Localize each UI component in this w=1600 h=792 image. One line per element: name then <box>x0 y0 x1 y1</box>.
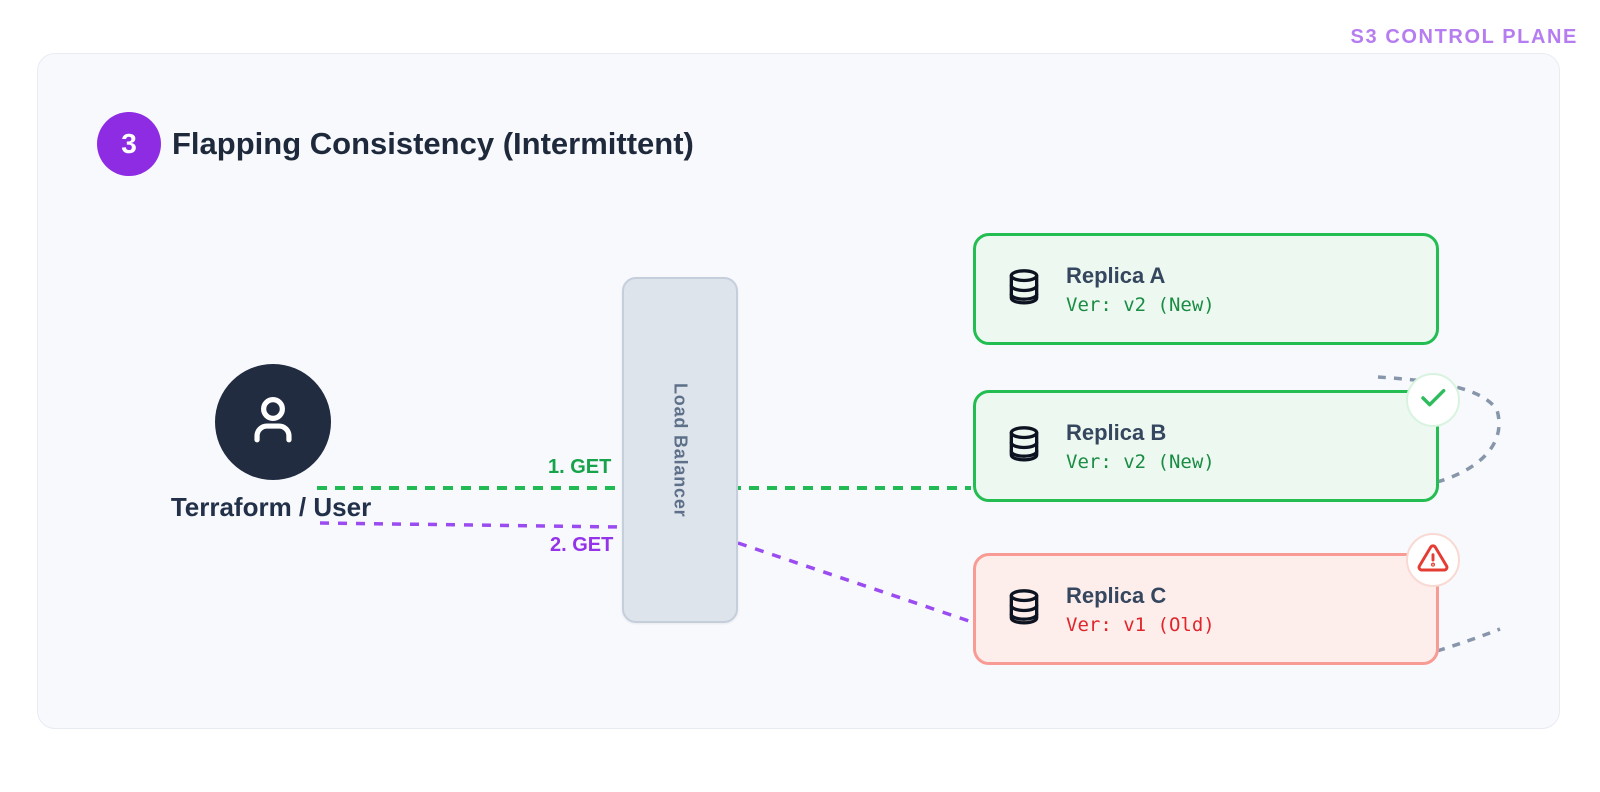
replica-name: Replica A <box>1066 262 1166 288</box>
database-icon <box>1004 587 1044 632</box>
replica-name: Replica B <box>1066 419 1167 445</box>
database-icon <box>1004 267 1044 312</box>
database-icon <box>1004 424 1044 469</box>
replica-c-card: Replica C Ver: v1 (Old) <box>973 553 1439 665</box>
load-balancer-label: Load Balancer <box>670 382 691 518</box>
consistent-status-badge <box>1406 373 1460 427</box>
scenario-title: Flapping Consistency (Intermittent) <box>172 126 694 161</box>
client-avatar <box>215 364 331 480</box>
replica-version: Ver: v2 (New) <box>1066 450 1215 473</box>
step-number: 3 <box>121 128 137 159</box>
check-icon <box>1417 382 1449 419</box>
control-plane-label: S3 CONTROL PLANE <box>1350 26 1578 48</box>
load-balancer-box: Load Balancer <box>622 277 738 623</box>
user-icon <box>240 387 306 458</box>
step-number-badge: 3 <box>97 112 161 176</box>
replica-version: Ver: v1 (Old) <box>1066 613 1215 636</box>
request-label-get1: 1. GET <box>548 456 612 478</box>
replica-b-card: Replica B Ver: v2 (New) <box>973 390 1439 502</box>
replica-a-card: Replica A Ver: v2 (New) <box>973 233 1439 345</box>
request-label-get2: 2. GET <box>550 534 614 556</box>
replica-name: Replica C <box>1066 582 1167 608</box>
client-label: Terraform / User <box>170 492 372 522</box>
warning-icon <box>1417 542 1449 579</box>
stale-status-badge <box>1406 533 1460 587</box>
replica-version: Ver: v2 (New) <box>1066 293 1215 316</box>
